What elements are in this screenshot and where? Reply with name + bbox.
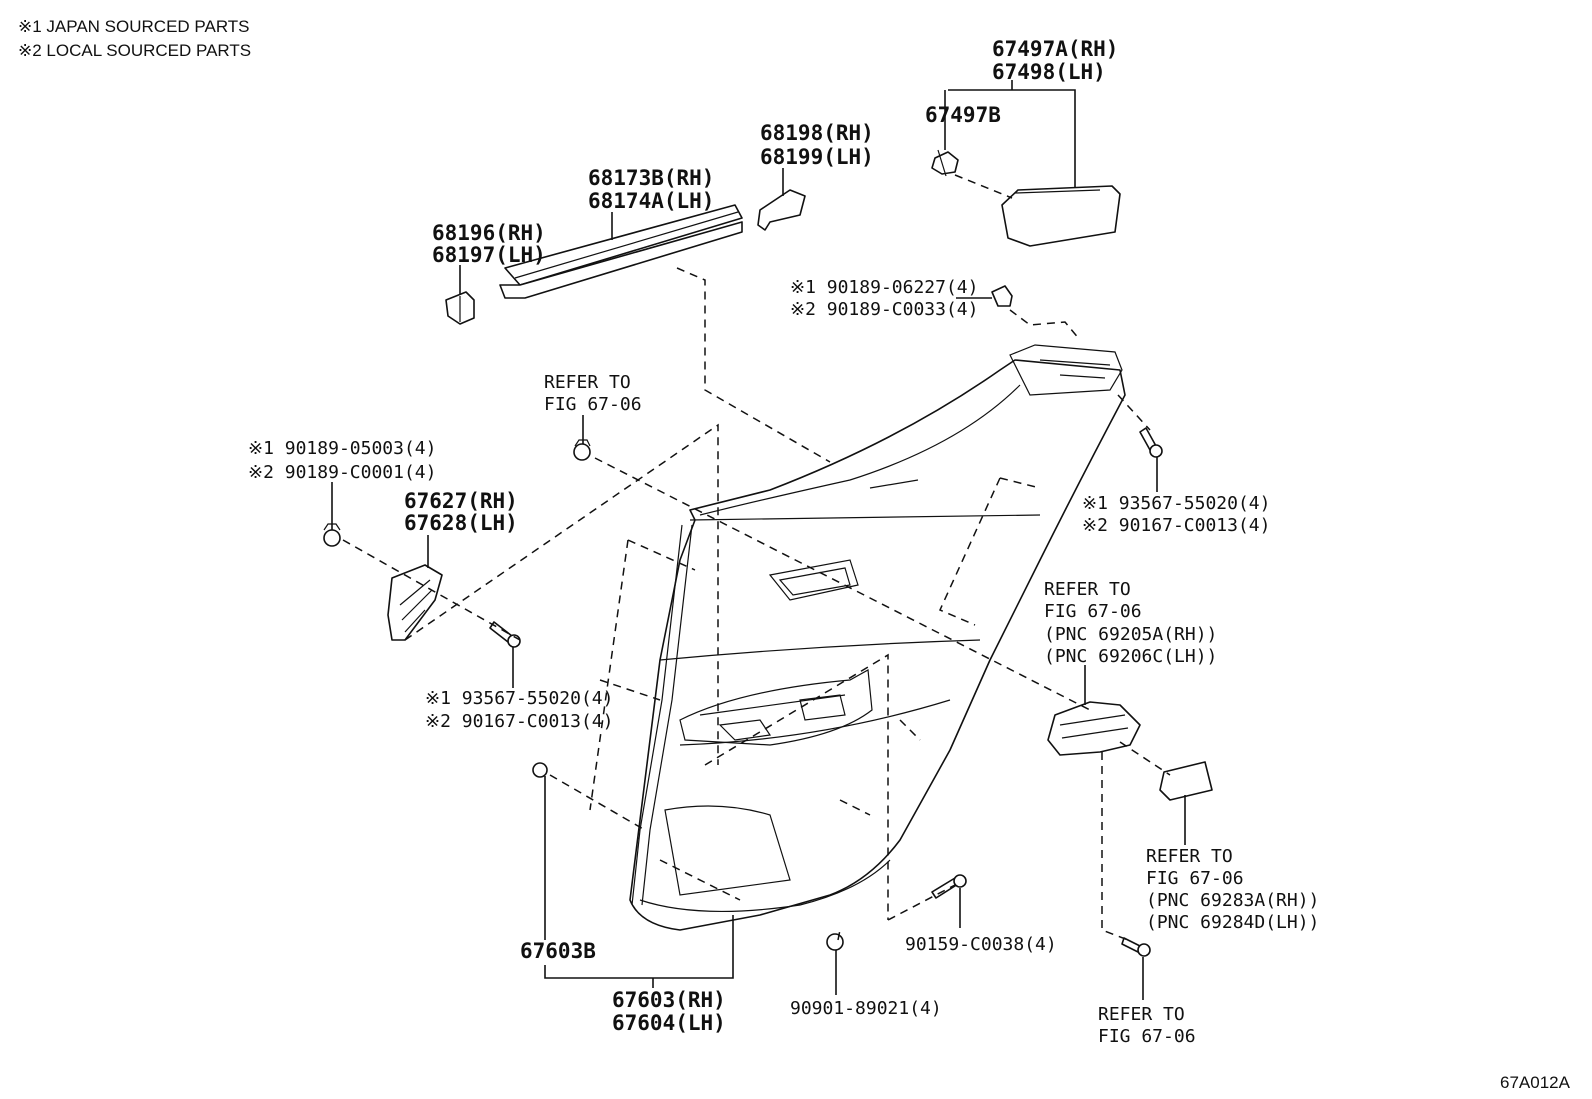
label-68199: 68199(LH) [760, 145, 874, 169]
weatherstrip-68173b [499, 204, 743, 299]
label-67603b: 67603B [520, 939, 596, 963]
screw-93567-right [1139, 427, 1163, 458]
note-japan-sourced: ※1 JAPAN SOURCED PARTS [18, 17, 250, 36]
label-refer-c-2: FIG 67-06 [1146, 868, 1244, 889]
label-refer-a-1: REFER TO [544, 372, 631, 393]
label-refer-c-1: REFER TO [1146, 846, 1233, 867]
label-refer-c-3: (PNC 69283A(RH)) [1146, 890, 1319, 911]
part-labels: 67497A(RH) 67498(LH) 67497B 68198(RH) 68… [248, 37, 1319, 1047]
label-refer-d-2: FIG 67-06 [1098, 1026, 1196, 1047]
label-67497a: 67497A(RH) [992, 37, 1118, 61]
bracket-67627 [387, 564, 443, 641]
leader-lines [331, 80, 1186, 1000]
switch-base-69283a [1159, 761, 1213, 801]
label-68173b: 68173B(RH) [588, 166, 714, 190]
screw-90159 [931, 874, 967, 899]
label-clip-left-2: ※2 90189-C0001(4) [248, 462, 436, 483]
diagram-code: 67A012A [1500, 1073, 1571, 1092]
label-refer-b-2: FIG 67-06 [1044, 601, 1142, 622]
pad-67497a [1001, 185, 1121, 247]
label-clip-top-2: ※2 90189-C0033(4) [790, 299, 978, 320]
label-clip-left-1: ※1 90189-05003(4) [248, 438, 436, 459]
inside-handle-69205a [1047, 701, 1141, 756]
label-screw-left-2: ※2 90167-C0013(4) [425, 711, 613, 732]
screw-bottom-right [1121, 937, 1151, 957]
clip-68198 [757, 189, 806, 231]
label-67603: 67603(RH) [612, 988, 726, 1012]
label-refer-a-2: FIG 67-06 [544, 394, 642, 415]
clip-refer-fig-67-06 [573, 439, 591, 461]
label-screw-right-2: ※2 90167-C0013(4) [1082, 515, 1270, 536]
clip-90189-06227 [991, 285, 1013, 307]
label-68197: 68197(LH) [432, 243, 546, 267]
dashed-reference-lines [342, 174, 1171, 941]
label-67628: 67628(LH) [404, 511, 518, 535]
label-refer-b-1: REFER TO [1044, 579, 1131, 600]
label-67627: 67627(RH) [404, 489, 518, 513]
label-screw-left-1: ※1 93567-55020(4) [425, 688, 613, 709]
clip-67603b [532, 762, 548, 778]
door-trim-panel [629, 344, 1126, 931]
push-clip-67497b [931, 149, 959, 177]
label-screw-right-1: ※1 93567-55020(4) [1082, 493, 1270, 514]
label-refer-d-1: REFER TO [1098, 1004, 1185, 1025]
label-67497b: 67497B [925, 103, 1001, 127]
label-67604: 67604(LH) [612, 1011, 726, 1035]
label-refer-c-4: (PNC 69284D(LH)) [1146, 912, 1319, 933]
clip-90901 [826, 933, 844, 951]
label-clip-top-1: ※1 90189-06227(4) [790, 277, 978, 298]
clip-68196 [445, 291, 475, 325]
label-68198: 68198(RH) [760, 121, 874, 145]
label-68196: 68196(RH) [432, 221, 546, 245]
label-refer-b-3: (PNC 69205A(RH)) [1044, 624, 1217, 645]
label-90159: 90159-C0038(4) [905, 934, 1057, 955]
label-90901: 90901-89021(4) [790, 998, 942, 1019]
label-67498: 67498(LH) [992, 60, 1106, 84]
label-refer-b-4: (PNC 69206C(LH)) [1044, 646, 1217, 667]
label-68174a: 68174A(LH) [588, 189, 714, 213]
note-local-sourced: ※2 LOCAL SOURCED PARTS [18, 41, 251, 60]
